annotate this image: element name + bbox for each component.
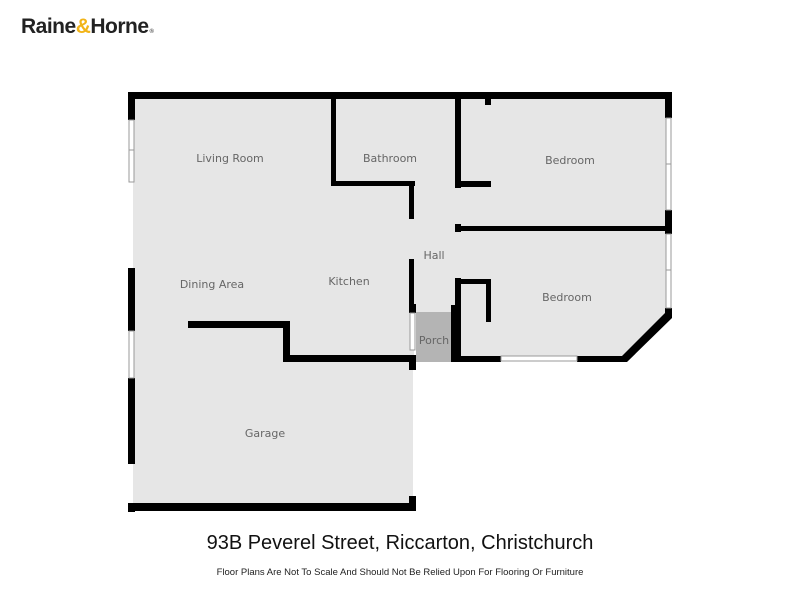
room-label-bedroom-1: Bedroom: [545, 154, 595, 167]
floor-fills: [133, 97, 669, 509]
window-icon: [665, 269, 672, 309]
window-icon: [665, 163, 672, 211]
window-icon: [128, 330, 135, 379]
property-address: 93B Peverel Street, Riccarton, Christchu…: [206, 532, 594, 554]
logo-text-raine: Raine: [21, 15, 76, 38]
porch-area: [416, 312, 453, 362]
room-label-porch: Porch: [419, 334, 449, 347]
room-labels: Living Room Bathroom Bedroom Hall Dining…: [180, 152, 595, 440]
room-label-living-room: Living Room: [196, 152, 264, 165]
logo-text-horne: Horne: [90, 15, 149, 38]
window-icon: [500, 355, 578, 362]
windows: [128, 117, 672, 379]
registered-mark-icon: ®: [149, 29, 154, 35]
logo-ampersand: &: [75, 15, 91, 38]
room-label-hall: Hall: [423, 249, 444, 262]
raine-horne-logo: Raine&Horne®: [21, 15, 154, 39]
floor-plan-disclaimer: Floor Plans Are Not To Scale And Should …: [216, 567, 584, 578]
window-icon: [665, 117, 672, 165]
room-label-dining-area: Dining Area: [180, 278, 244, 291]
window-icon: [128, 149, 135, 183]
room-label-bedroom-2: Bedroom: [542, 291, 592, 304]
walls: [128, 92, 672, 512]
room-label-kitchen: Kitchen: [328, 275, 369, 288]
window-icon: [409, 312, 416, 351]
window-icon: [128, 119, 135, 151]
room-label-bathroom: Bathroom: [363, 152, 417, 165]
room-label-garage: Garage: [245, 427, 286, 440]
window-icon: [665, 233, 672, 271]
